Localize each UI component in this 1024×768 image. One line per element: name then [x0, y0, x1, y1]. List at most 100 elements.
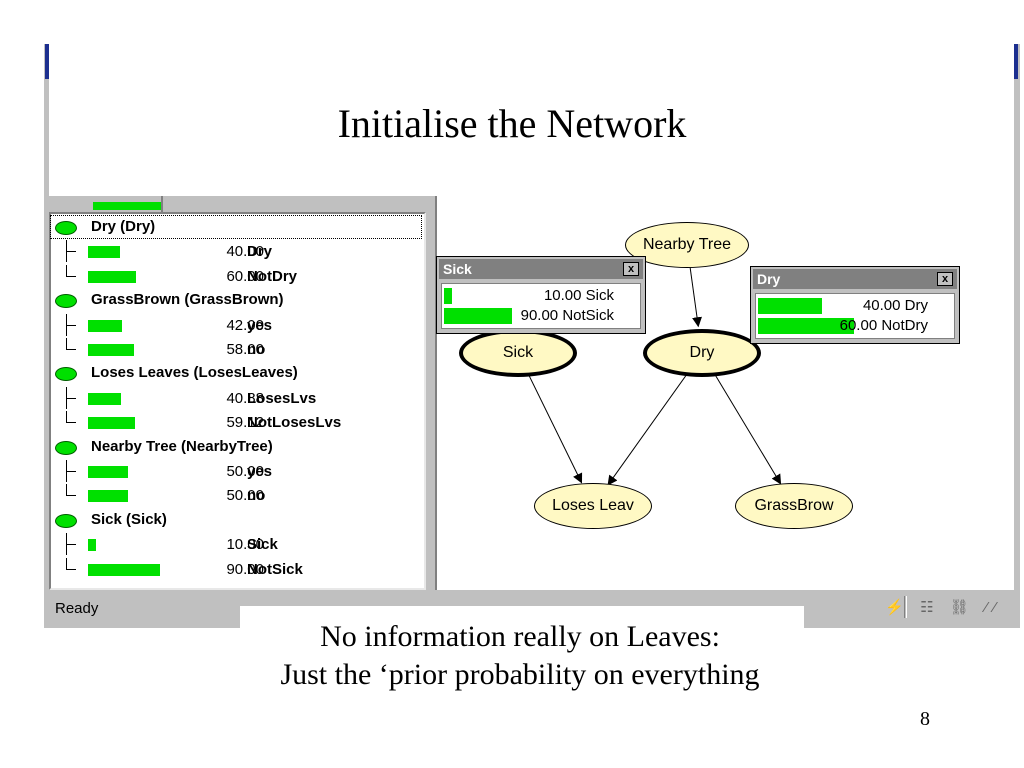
tree-header-strip [49, 196, 429, 212]
graph-node-label: Nearby Tree [642, 236, 732, 253]
popup-row: 40.00 Dry [756, 296, 954, 316]
header-bar [93, 202, 163, 210]
state-name: no [247, 487, 266, 505]
title-band [49, 44, 1014, 196]
tree-node-label: Dry (Dry) [91, 218, 156, 235]
node-oval-icon[interactable] [55, 221, 77, 235]
belief-bar [88, 270, 136, 283]
window-edge-left [45, 44, 49, 79]
belief-bar [88, 490, 128, 503]
node-oval-icon[interactable] [55, 513, 77, 528]
probability-bar [758, 298, 822, 314]
belief-bar [88, 392, 121, 405]
tree-connector [66, 568, 76, 570]
close-icon[interactable]: x [623, 262, 639, 276]
tree-node-label: GrassBrown (GrassBrown) [91, 291, 284, 309]
tree-connector [66, 338, 67, 349]
belief-bar [88, 319, 122, 332]
state-value: 58.00 [226, 341, 264, 358]
belief-bar [88, 539, 96, 552]
dry-probability-popup[interactable]: Dry x 40.00 Dry 60.00 NotDry [750, 266, 960, 344]
popup-row: 10.00 Sick [442, 286, 640, 306]
node-oval-icon[interactable] [55, 440, 77, 455]
node-oval-icon[interactable] [55, 294, 77, 309]
popup-title: Dry [757, 271, 781, 287]
probability-bar [444, 288, 452, 304]
state-value: 42.00 [226, 316, 264, 334]
state-value: 40.00 [226, 243, 264, 261]
tree-node[interactable]: Sick (Sick) [51, 509, 421, 531]
sick-probability-popup[interactable]: Sick x 10.00 Sick 90.00 NotSick [436, 256, 646, 334]
tree-node-label: Loses Leaves (LosesLeaves) [91, 364, 298, 382]
tree-connector [66, 422, 76, 424]
state-name: yes [247, 316, 273, 334]
graph-node-grass[interactable]: GrassBrow [735, 483, 853, 529]
belief-bar [88, 246, 120, 259]
graph-node-sick[interactable]: Sick [459, 329, 577, 377]
tree-node[interactable]: Loses Leaves (LosesLeaves) [51, 362, 421, 384]
popup-row-text: 90.00 NotSick [520, 307, 614, 324]
state-name: LosesLvs [247, 389, 317, 407]
belief-bar [88, 344, 134, 356]
probability-bar [444, 308, 512, 324]
state-name: Sick [247, 536, 278, 554]
tree-node-label: Nearby Tree (NearbyTree) [91, 437, 273, 455]
tree-node[interactable]: Nearby Tree (NearbyTree) [51, 436, 421, 458]
header-divider [161, 196, 163, 212]
tree-connector [66, 484, 67, 496]
close-icon[interactable]: x [937, 272, 953, 286]
state-value: 90.00 [226, 560, 264, 578]
tree-connector [66, 251, 76, 253]
graph-node-loses[interactable]: Loses Leav [534, 483, 652, 529]
tree-connector [66, 397, 76, 399]
state-value: 60.00 [226, 267, 264, 285]
popup-titlebar[interactable]: Dry x [753, 269, 957, 289]
tree-node[interactable]: Dry (Dry) [50, 215, 422, 239]
state-value: 50.00 [226, 463, 264, 480]
graph-node-label: GrassBrow [754, 497, 834, 514]
popup-titlebar[interactable]: Sick x [439, 259, 643, 279]
state-name: yes [247, 463, 273, 480]
belief-bar [88, 563, 160, 576]
tree-connector [66, 544, 76, 546]
graph-node-dry[interactable]: Dry [643, 329, 761, 377]
caption-line-2: Just the ‘prior probability on everythin… [280, 658, 760, 691]
panel-splitter[interactable] [429, 196, 435, 590]
state-name: NotSick [247, 560, 303, 578]
node-oval-icon[interactable] [55, 367, 77, 382]
state-value: 40.88 [226, 389, 264, 407]
state-value: 10.00 [226, 536, 264, 554]
popup-row-text: 60.00 NotDry [839, 317, 928, 334]
tree-connector [66, 471, 76, 472]
tree-connector [66, 411, 67, 423]
status-divider [904, 596, 907, 618]
tree-connector [66, 264, 67, 276]
state-value: 59.12 [226, 414, 264, 432]
graph-node-label: Dry [689, 344, 715, 361]
state-name: Dry [247, 243, 273, 261]
popup-row-text: 10.00 Sick [543, 287, 614, 304]
tree-connector [66, 557, 67, 569]
state-name: no [247, 341, 266, 358]
tree-connector [66, 275, 76, 277]
tree-node[interactable]: GrassBrown (GrassBrown) [51, 289, 421, 311]
window-edge-right [1014, 44, 1018, 79]
tree-connector [66, 495, 76, 497]
status-icons: ⚡ ☷ ⛓ ⁄⁄ [885, 599, 1002, 616]
tree-connector [66, 349, 76, 350]
tree-node-label: Sick (Sick) [91, 510, 167, 528]
tree-connector [66, 324, 76, 326]
popup-body: 40.00 Dry 60.00 NotDry [755, 293, 955, 339]
state-value: 50.00 [226, 487, 264, 505]
